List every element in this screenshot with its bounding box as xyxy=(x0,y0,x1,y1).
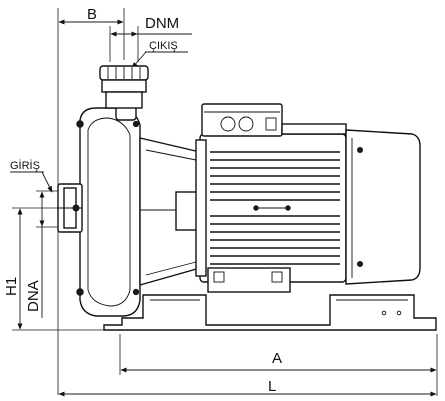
pump-volute xyxy=(76,105,141,317)
fan-cover xyxy=(345,129,421,285)
label-b: B xyxy=(87,6,97,23)
discharge-nozzle xyxy=(99,65,149,109)
dimension-dna xyxy=(36,190,58,318)
label-dnm: DNM xyxy=(145,15,179,32)
label-l: L xyxy=(268,378,276,395)
label-cikis: ÇIKIŞ xyxy=(149,40,178,52)
motor-body xyxy=(195,133,347,293)
terminal-box xyxy=(201,103,347,137)
label-dna: DNA xyxy=(25,280,42,312)
dimension-a xyxy=(119,334,438,396)
inlet-flange xyxy=(57,183,83,233)
dimension-h1 xyxy=(12,207,110,331)
label-a: A xyxy=(272,350,282,367)
dimension-dnm xyxy=(109,26,192,62)
base-plate xyxy=(103,294,437,331)
leader-giris xyxy=(10,171,53,193)
adapter-bracket xyxy=(139,137,201,286)
label-giris: GİRİŞ xyxy=(10,159,40,172)
label-h1: H1 xyxy=(3,277,20,296)
